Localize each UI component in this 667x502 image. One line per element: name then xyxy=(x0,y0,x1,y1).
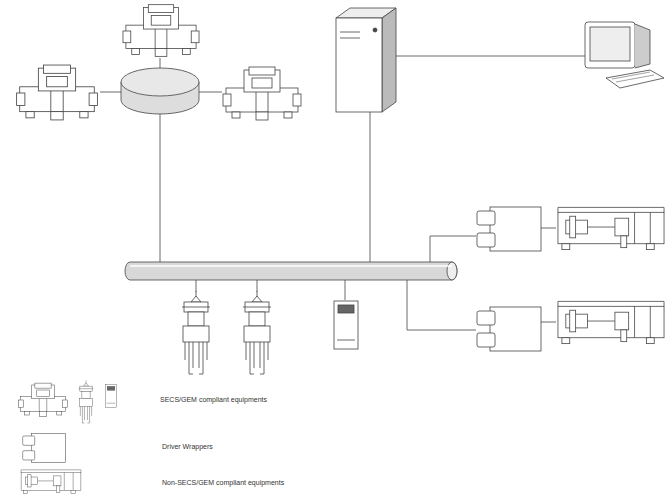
non-secs-equipment xyxy=(558,301,664,343)
legend-text: SECS/GEM compliant equipments xyxy=(160,396,267,404)
secs-gem-tool xyxy=(182,291,210,374)
legend-text: Non-SECS/GEM compliant equipments xyxy=(162,479,284,487)
hub-disk xyxy=(121,68,199,114)
legend-sample xyxy=(19,383,68,416)
secs-gem-equipment xyxy=(223,67,301,120)
server xyxy=(336,8,396,112)
secs-gem-equipment xyxy=(123,5,199,57)
non-secs-equipment xyxy=(558,207,664,249)
legend-text: Driver Wrappers xyxy=(162,443,213,451)
legend-sample xyxy=(79,381,93,423)
legend-sample xyxy=(23,433,66,462)
secs-gem-tool xyxy=(243,291,271,374)
driver-wrapper xyxy=(477,207,541,251)
workstation xyxy=(585,22,664,88)
secs-gem-equipment xyxy=(17,65,98,120)
driver-wrapper xyxy=(477,307,541,351)
network-bus xyxy=(125,262,457,280)
legend-sample xyxy=(105,384,117,407)
secs-gem-box xyxy=(334,301,358,349)
legend-sample xyxy=(21,470,81,494)
